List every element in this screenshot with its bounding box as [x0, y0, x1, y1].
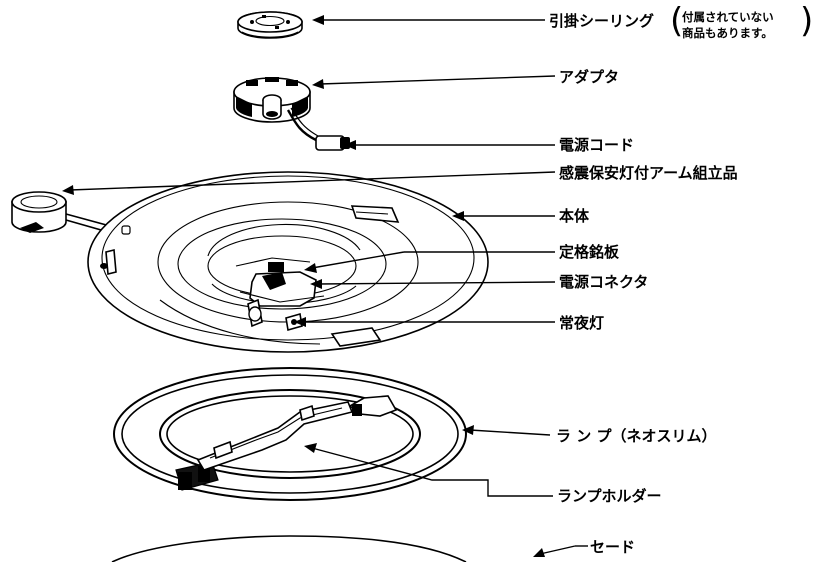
ceiling-rosette-label: 引掛シーリング	[549, 12, 654, 30]
power-connector-label: 電源コネクタ	[559, 273, 648, 291]
sensor-lamp-arm-drawing	[11, 191, 119, 239]
lamp-holder-label: ランプホルダー	[557, 487, 662, 505]
shade-label: セード	[590, 538, 635, 556]
main-body-label: 本体	[559, 207, 590, 225]
ceiling-rosette-note-line2: 商品もあります。	[682, 26, 773, 40]
power-cord-label: 電源コード	[559, 136, 634, 154]
note-close-paren: )	[800, 1, 813, 41]
adapter-label: アダプタ	[559, 68, 619, 86]
ceiling-rosette-drawing	[237, 11, 303, 39]
leader-lines	[62, 15, 576, 557]
note-open-paren: (	[670, 1, 683, 41]
night-light-label: 常夜灯	[559, 314, 604, 332]
lamp-label: ラ ン プ（ネオスリム）	[556, 427, 716, 445]
ceiling-rosette-note-line1: 付属されていない	[682, 10, 774, 24]
lamp-holder-drawing	[196, 401, 354, 471]
adapter-drawing	[233, 77, 350, 151]
main-body-drawing	[87, 171, 489, 353]
rating-plate-label: 定格銘板	[559, 243, 620, 261]
sensor-lamp-arm-label: 感震保安灯付アーム組立品	[559, 164, 738, 182]
shade-drawing	[111, 535, 467, 562]
